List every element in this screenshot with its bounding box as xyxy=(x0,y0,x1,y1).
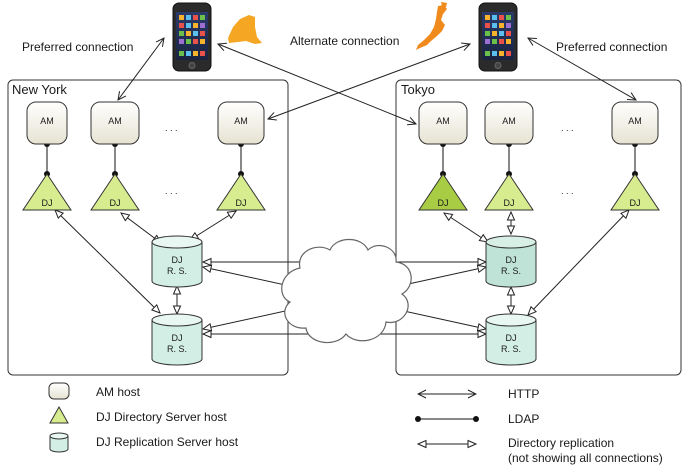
am-host: AM xyxy=(26,101,68,145)
legend-am-host: AM host xyxy=(96,385,141,399)
svg-text:R. S.: R. S. xyxy=(167,266,187,276)
legend-replication: Directory replication xyxy=(508,436,614,450)
dj-directory-server: DJ xyxy=(216,173,266,211)
svg-text:DJ: DJ xyxy=(504,198,515,208)
svg-text:AM: AM xyxy=(40,116,54,126)
am-host: AM xyxy=(217,101,265,145)
legend-replication-note: (not showing all connections) xyxy=(508,451,663,465)
svg-text:AM: AM xyxy=(108,116,122,126)
alternate-connection-label: Alternate connection xyxy=(290,34,399,48)
replication-server: DJ R. S. xyxy=(151,235,203,288)
ellipsis: . . . xyxy=(165,123,178,133)
tokyo-label: Tokyo xyxy=(401,82,435,97)
svg-text:AM: AM xyxy=(234,116,248,126)
dj-directory-server: DJ xyxy=(418,173,468,211)
svg-text:DJ: DJ xyxy=(172,333,183,343)
svg-text:DJ: DJ xyxy=(42,198,53,208)
legend-rs-host: DJ Replication Server host xyxy=(96,435,239,449)
dj-directory-server: DJ xyxy=(484,173,534,211)
phone-icon xyxy=(478,2,518,72)
legend: AM host DJ Directory Server host DJ Repl… xyxy=(48,382,663,465)
svg-text:DJ: DJ xyxy=(236,198,247,208)
svg-text:DJ: DJ xyxy=(506,255,517,265)
http-connection xyxy=(118,38,164,100)
svg-text:AM: AM xyxy=(502,116,516,126)
am-host: AM xyxy=(484,101,534,145)
ellipsis: . . . xyxy=(561,186,574,196)
legend-am-symbol xyxy=(48,382,70,400)
ellipsis: . . . xyxy=(561,123,574,133)
am-host: AM xyxy=(90,101,140,145)
legend-ldap: LDAP xyxy=(508,412,539,426)
http-connection xyxy=(528,38,636,100)
replication-server: DJ R. S. xyxy=(151,313,203,366)
legend-http: HTTP xyxy=(508,387,539,401)
dj-directory-server: DJ xyxy=(90,173,140,211)
preferred-connection-label-left: Preferred connection xyxy=(22,40,133,54)
legend-rs-symbol xyxy=(49,432,69,453)
japan-map-icon xyxy=(416,5,447,50)
am-host: AM xyxy=(611,101,659,145)
dj-directory-server: DJ xyxy=(610,173,660,211)
preferred-connection-label-right: Preferred connection xyxy=(556,40,667,54)
svg-text:AM: AM xyxy=(436,116,450,126)
svg-text:R. S.: R. S. xyxy=(501,344,521,354)
svg-text:DJ: DJ xyxy=(110,198,121,208)
ellipsis: . . . xyxy=(165,186,178,196)
svg-text:AM: AM xyxy=(628,116,642,126)
cloud-icon xyxy=(281,238,412,344)
svg-text:DJ: DJ xyxy=(438,198,449,208)
svg-text:R. S.: R. S. xyxy=(501,266,521,276)
new-york-map-icon xyxy=(228,15,262,44)
replication-server: DJ R. S. xyxy=(485,235,537,288)
svg-text:DJ: DJ xyxy=(506,333,517,343)
svg-text:DJ: DJ xyxy=(172,255,183,265)
svg-text:DJ: DJ xyxy=(630,198,641,208)
replication-server: DJ R. S. xyxy=(485,313,537,366)
svg-text:R. S.: R. S. xyxy=(167,344,187,354)
http-connection xyxy=(218,44,416,124)
new-york-label: New York xyxy=(12,82,67,97)
phone-icon xyxy=(172,2,212,72)
ldap-connections xyxy=(44,141,638,177)
legend-dj-symbol xyxy=(49,405,69,424)
am-host: AM xyxy=(418,101,468,145)
legend-dj-host: DJ Directory Server host xyxy=(96,410,227,424)
dj-directory-server: DJ xyxy=(22,173,72,211)
japan-map-island xyxy=(441,2,447,7)
